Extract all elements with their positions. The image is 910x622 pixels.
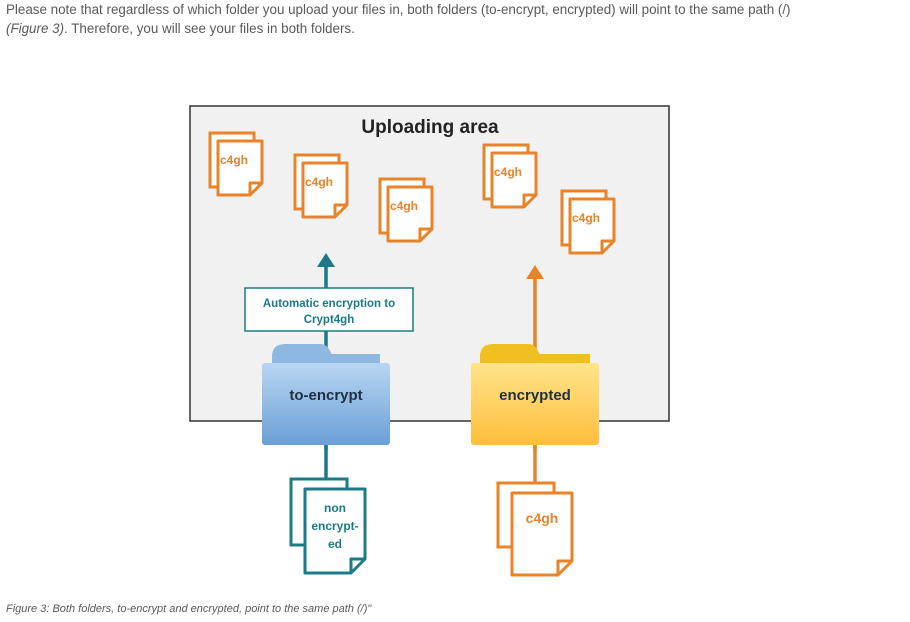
svg-text:c4gh: c4gh — [494, 165, 522, 179]
folder-to-encrypt-label: to-encrypt — [289, 387, 362, 404]
svg-text:c4gh: c4gh — [220, 153, 248, 167]
c4gh-file-icon: c4gh — [482, 143, 538, 209]
figure-reference: (Figure 3) — [6, 21, 65, 36]
svg-text:c4gh: c4gh — [390, 199, 418, 213]
upload-diagram: Uploading area c4gh c4gh c4gh c4gh c4gh — [180, 95, 690, 585]
svg-text:encrypt-: encrypt- — [311, 519, 358, 533]
c4gh-file-icon: c4gh — [560, 189, 616, 255]
svg-text:non: non — [324, 501, 346, 515]
encryption-note-line-2: Crypt4gh — [304, 314, 354, 326]
folder-encrypted-label: encrypted — [499, 387, 571, 404]
svg-text:ed: ed — [328, 537, 342, 551]
figure-caption: Figure 3: Both folders, to-encrypt and e… — [6, 603, 372, 615]
c4gh-file-icon: c4gh — [378, 177, 434, 243]
folder-encrypted-icon: encrypted — [471, 344, 599, 445]
svg-text:c4gh: c4gh — [572, 211, 600, 225]
intro-paragraph: Please note that regardless of which fol… — [6, 0, 906, 38]
encryption-note: Automatic encryption to Crypt4gh — [244, 287, 414, 332]
c4gh-source-file-icon: c4gh — [496, 481, 574, 577]
intro-line-1: Please note that regardless of which fol… — [6, 2, 791, 17]
c4gh-file-icon: c4gh — [208, 131, 264, 197]
svg-text:c4gh: c4gh — [305, 175, 333, 189]
encryption-note-line-1: Automatic encryption to — [263, 298, 395, 310]
folder-to-encrypt-icon: to-encrypt — [262, 344, 390, 445]
intro-line-2: . Therefore, you will see your files in … — [64, 21, 355, 36]
svg-text:c4gh: c4gh — [526, 510, 559, 526]
non-encrypted-file-icon: non encrypt- ed — [289, 477, 367, 575]
c4gh-file-icon: c4gh — [293, 153, 349, 219]
uploading-area-title: Uploading area — [361, 117, 499, 138]
